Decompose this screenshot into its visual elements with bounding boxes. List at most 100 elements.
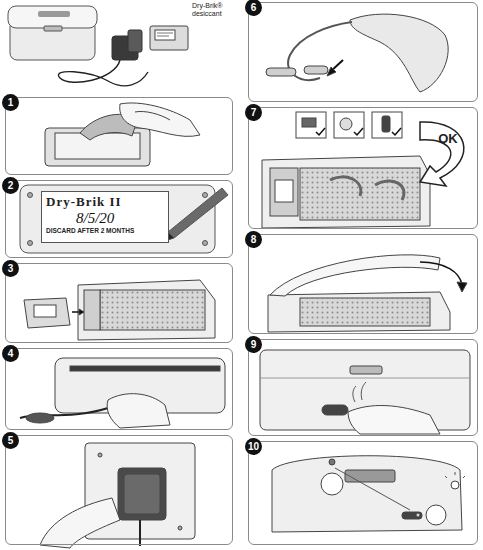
insert-brick-step-part: [34, 305, 56, 317]
step-panel: 3: [5, 263, 233, 343]
desiccant-brick: [150, 26, 188, 50]
step-number: 9: [245, 336, 262, 353]
brick-top-step-part: [28, 241, 33, 246]
step-number: 5: [2, 432, 19, 449]
dryer-running-step-part: [445, 472, 465, 478]
dryer-running-step: [272, 456, 465, 532]
peel-foil-step: [45, 103, 200, 166]
brand-name: Dry-Brik II: [46, 194, 164, 210]
step-number: 6: [245, 0, 262, 16]
step-panel: 10: [248, 441, 478, 545]
close-lid-step-part: [300, 298, 430, 326]
brick-top-step-part: [168, 188, 228, 238]
place-aid-step-part: [382, 116, 390, 132]
place-aid-step-part: [296, 112, 326, 138]
step-panel: 1: [5, 97, 233, 175]
wall-outlet-step-part: [178, 526, 182, 530]
insert-brick-step-part: [84, 290, 100, 330]
discard-note: DISCARD AFTER 2 MONTHS: [46, 227, 164, 234]
hearing-aid-step-part: [266, 68, 296, 76]
close-lid-step: [268, 255, 467, 332]
desiccant-brick-part: [150, 26, 188, 50]
press-button-step-part: [322, 405, 348, 415]
place-aid-step-part: [375, 181, 404, 200]
brick-top-step: [20, 185, 228, 253]
place-aid-step-part: [300, 168, 420, 220]
dryer-unit-part: [38, 11, 70, 17]
dryer-running-step-part: [321, 473, 343, 495]
power-adapter-part: [128, 30, 142, 52]
dryer-running-step-part: [426, 505, 446, 525]
step-number: 2: [2, 177, 19, 194]
dryer-running-step-part: [345, 470, 395, 482]
insert-brick-step-part: [78, 280, 215, 340]
press-button-step-part: [353, 382, 366, 402]
hearing-aid-step-part: [304, 66, 328, 74]
dryer-unit-part: [44, 26, 62, 31]
step-panel: 7: [248, 107, 478, 229]
power-adapter: [58, 30, 148, 86]
dryer-running-step-part: [402, 512, 422, 519]
place-aid-step-part: [334, 112, 364, 138]
dryer-running-step-part: [329, 459, 335, 465]
step-number: 8: [245, 231, 262, 248]
close-lid-step-part: [268, 292, 450, 332]
step-panel: 2Dry-Brik II8/5/20DISCARD AFTER 2 MONTHS: [5, 180, 233, 258]
connect-cord-step-part: [26, 413, 54, 423]
step-number: 7: [245, 104, 262, 121]
insert-brick-step-part: [79, 309, 84, 315]
hearing-aid-step-part: [288, 22, 352, 80]
place-aid-step-part: [316, 128, 401, 135]
connect-cord-step-part: [70, 366, 220, 371]
brick-top-step-part: [203, 193, 208, 198]
handwritten-date: 8/5/20: [76, 210, 164, 227]
place-aid-step-part: [340, 118, 352, 130]
callout-text: OK: [433, 131, 463, 146]
hearing-aid-step-part: [350, 14, 448, 92]
dryer-running-step-part: [335, 468, 410, 510]
brick-top-step-part: [28, 193, 33, 198]
close-lid-step-part: [420, 262, 462, 285]
connect-cord-step: [20, 358, 225, 428]
place-aid-step-part: [275, 180, 293, 202]
desiccant-brick-part: [157, 33, 173, 36]
close-lid-step-part: [270, 255, 440, 296]
wall-outlet-step: [40, 443, 195, 548]
wall-outlet-step-part: [124, 474, 160, 514]
dryer-running-step-part: [272, 456, 462, 532]
desiccant-label: Dry-Brik II8/5/20DISCARD AFTER 2 MONTHS: [41, 191, 169, 243]
place-aid-step-part: [420, 122, 464, 186]
place-aid-step-part: [302, 118, 316, 127]
part-name: Dry-Brik® desiccant: [192, 2, 236, 18]
press-button-step: [260, 350, 470, 434]
step-panel: 4: [5, 348, 233, 430]
place-aid-step-part: [372, 112, 402, 138]
connect-cord-step-part: [107, 394, 170, 428]
press-button-step-part: [260, 378, 470, 379]
dryer-running-step-part: [451, 481, 459, 489]
desiccant-brick-part: [155, 30, 175, 40]
peel-foil-step-part: [120, 103, 200, 136]
hearing-aid-step: [266, 14, 448, 92]
power-adapter-part: [58, 60, 148, 86]
place-aid-step-part: [330, 177, 361, 196]
place-aid-step: [262, 112, 464, 228]
wall-outlet-step-part: [118, 468, 166, 520]
dryer-running-step-part: [416, 513, 420, 517]
place-aid-step-part: [262, 156, 430, 228]
step-number: 1: [2, 94, 19, 111]
peel-foil-step-part: [135, 111, 170, 120]
step-panel: 8: [248, 234, 478, 334]
step-number: 3: [2, 260, 19, 277]
dryer-unit-part: [8, 6, 97, 28]
place-aid-step-part: [270, 168, 298, 216]
step-panel: 9: [248, 339, 478, 436]
dryer-unit: [8, 6, 97, 60]
hearing-aid-step-part: [327, 67, 336, 76]
insert-brick-step: [24, 280, 215, 340]
press-button-step-part: [348, 406, 440, 434]
brick-top-step-part: [203, 241, 208, 246]
insert-brick-step-part: [100, 290, 205, 330]
